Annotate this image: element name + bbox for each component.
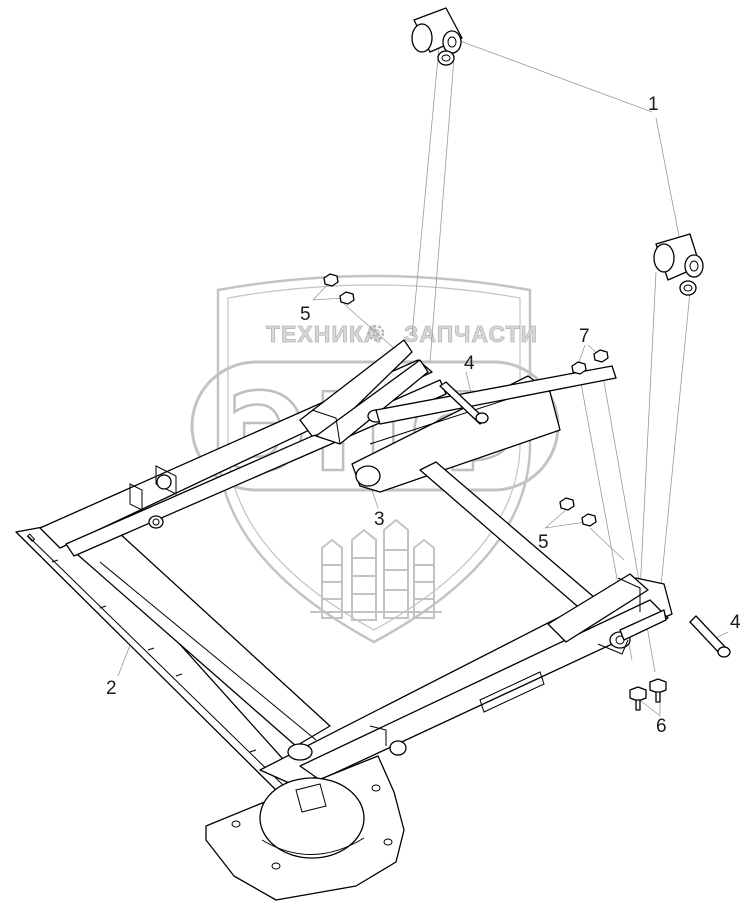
callout-4-right: 4 bbox=[730, 612, 741, 633]
watermark-text-left: ТЕХНИКА bbox=[266, 321, 382, 347]
callout-5-right: 5 bbox=[538, 532, 549, 553]
callout-labels: 1 2 3 4 4 5 5 6 7 bbox=[106, 94, 741, 737]
callout-1: 1 bbox=[648, 94, 659, 115]
nuts-right bbox=[559, 497, 597, 527]
watermark-shield bbox=[216, 274, 532, 644]
watermark-text-right: ЗАПЧАСТИ bbox=[404, 321, 538, 347]
front-crossbar bbox=[15, 521, 301, 791]
callout-6: 6 bbox=[656, 716, 667, 737]
cross-tube-3 bbox=[351, 375, 561, 493]
callout-2: 2 bbox=[106, 678, 117, 699]
pin-left bbox=[439, 381, 489, 425]
pin-right bbox=[689, 615, 731, 658]
bushing-top bbox=[411, 7, 463, 66]
seat-frame bbox=[15, 339, 673, 901]
callout-4-left: 4 bbox=[464, 353, 475, 374]
upper-left-arm bbox=[299, 339, 413, 437]
bushing-right bbox=[653, 233, 704, 296]
callout-3: 3 bbox=[374, 509, 385, 530]
wheat-ears-icon bbox=[310, 518, 442, 621]
callout-5-top: 5 bbox=[300, 304, 311, 325]
nuts-top bbox=[323, 273, 355, 305]
bolts-6 bbox=[629, 678, 667, 711]
leader-lines bbox=[117, 35, 729, 717]
gear-icon bbox=[367, 324, 385, 342]
nuts-7 bbox=[571, 349, 609, 375]
callout-7: 7 bbox=[579, 326, 590, 347]
